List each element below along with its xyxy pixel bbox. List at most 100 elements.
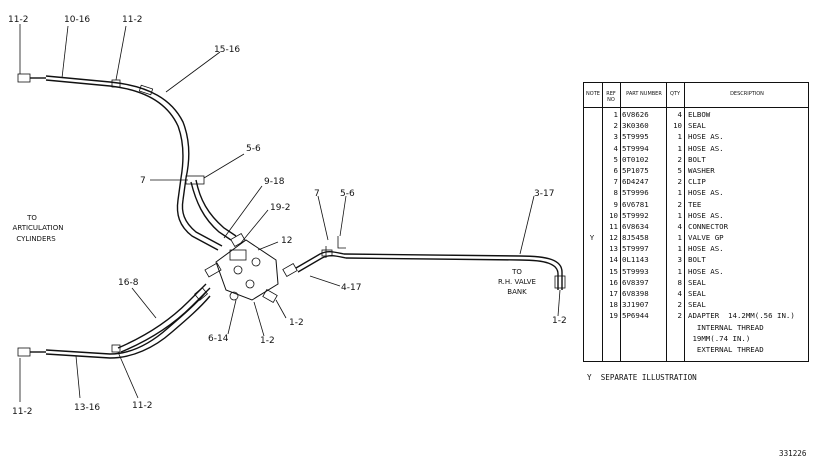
- callout-7-right: 7: [314, 189, 320, 199]
- callout-19-2: 19-2: [270, 203, 290, 213]
- row-ref-no: 8: [613, 188, 618, 198]
- note-to-articulation-line1: TO: [26, 214, 37, 222]
- table-row: EXTERNAL THREAD: [584, 344, 808, 355]
- row-qty: 3: [677, 255, 682, 265]
- row-part-number: 6V8634: [622, 221, 649, 231]
- row-qty: 1: [677, 143, 682, 153]
- valve-group: [204, 232, 298, 304]
- callout-5-6-left: 5-6: [246, 144, 261, 154]
- callout-15-16: 15-16: [214, 45, 240, 55]
- row-note: Y: [589, 233, 595, 243]
- row-description: 19MM(.74 IN.): [688, 333, 751, 343]
- callout-16-8: 16-8: [118, 278, 139, 288]
- row-description: HOSE AS.: [688, 188, 724, 198]
- row-part-number: 0T0102: [622, 154, 649, 164]
- callouts: 11-2 10-16 11-2 15-16 5-6 7 9-18 19-2 12…: [8, 15, 567, 417]
- header-part-number: PART NUMBER: [626, 91, 662, 97]
- row-ref-no: 4: [613, 143, 618, 153]
- column-divider: [620, 83, 621, 361]
- row-qty: 1: [677, 210, 682, 220]
- row-part-number: 6V8626: [622, 110, 649, 119]
- row-description: CLIP: [688, 177, 706, 187]
- row-description: CONNECTOR: [688, 221, 729, 231]
- note-to-valve-bank-line3: BANK: [507, 288, 527, 296]
- lower-hose-assembly: [17, 283, 211, 359]
- column-divider: [666, 83, 667, 361]
- row-description: INTERNAL THREAD: [688, 322, 764, 332]
- row-description: HOSE AS.: [688, 143, 724, 153]
- row-description: SEAL: [688, 300, 706, 310]
- row-description: HOSE AS.: [688, 210, 724, 220]
- row-part-number: 3J1907: [622, 300, 649, 310]
- leader-lines: [19, 24, 561, 402]
- row-ref-no: 15: [609, 266, 618, 276]
- row-description: BOLT: [688, 154, 706, 164]
- row-ref-no: 12: [609, 233, 618, 243]
- row-qty: 8: [677, 277, 682, 287]
- table-header: NOTE REF NO PART NUMBER QTY DESCRIPTION: [584, 83, 808, 108]
- row-ref-no: 2: [613, 121, 618, 131]
- row-part-number: 5T9995: [622, 132, 649, 142]
- header-note: NOTE: [586, 91, 600, 97]
- callout-1-2-right: 1-2: [552, 316, 567, 326]
- callout-4-17: 4-17: [341, 283, 361, 293]
- callout-13-16: 13-16: [74, 403, 100, 413]
- right-hose-assembly: [295, 236, 566, 290]
- callout-10-16: 10-16: [64, 15, 90, 25]
- row-qty: 2: [677, 311, 682, 321]
- callout-11-2-bottom: 11-2: [132, 401, 152, 411]
- note-to-articulation-line2: ARTICULATION: [13, 224, 64, 232]
- row-part-number: 6D4247: [622, 177, 649, 187]
- row-part-number: 5P6944: [622, 311, 649, 321]
- callout-11-2-top: 11-2: [122, 15, 142, 25]
- row-qty: 2: [677, 154, 682, 164]
- table-row: 18 3J1907 2 SEAL: [584, 299, 808, 310]
- row-part-number: 8J5458: [622, 233, 649, 243]
- row-description: SEAL: [688, 289, 706, 298]
- note-to-valve-bank-line2: R.H. VALVE: [498, 278, 536, 286]
- row-part-number: 5T9994: [622, 143, 649, 153]
- callout-11-2-bottom-left: 11-2: [12, 407, 32, 417]
- parts-list-table: NOTE REF NO PART NUMBER QTY DESCRIPTION …: [583, 82, 809, 362]
- table-row: 4 5T9994 1 HOSE AS.: [584, 143, 808, 154]
- callout-12: 12: [281, 236, 292, 246]
- column-divider: [684, 83, 685, 361]
- row-description: SEAL: [688, 121, 706, 131]
- row-part-number: 0L1143: [622, 255, 649, 265]
- row-qty: 2: [677, 300, 682, 310]
- table-row: 19MM(.74 IN.): [584, 333, 808, 344]
- note-to-articulation-line3: CYLINDERS: [16, 235, 56, 243]
- row-qty: 4: [677, 289, 682, 298]
- callout-6-14: 6-14: [208, 334, 229, 344]
- row-qty: 2: [677, 199, 682, 209]
- row-description: ELBOW: [688, 110, 711, 119]
- row-ref-no: 9: [613, 199, 618, 209]
- row-qty: 10: [673, 121, 682, 131]
- location-notes: TO ARTICULATION CYLINDERS TO R.H. VALVE …: [13, 214, 536, 296]
- row-description: VALVE GP: [688, 233, 724, 243]
- footnote: Y SEPARATE ILLUSTRATION: [587, 373, 697, 382]
- callout-1-2-middle: 1-2: [289, 318, 304, 328]
- figure-number: 331226: [779, 449, 807, 458]
- row-ref-no: 18: [609, 300, 618, 310]
- row-description: SEAL: [688, 277, 706, 287]
- row-part-number: 5P1075: [622, 165, 649, 175]
- row-ref-no: 13: [609, 244, 618, 254]
- row-ref-no: 7: [613, 177, 618, 187]
- row-description: HOSE AS.: [688, 266, 724, 276]
- row-part-number: 6V6781: [622, 199, 649, 209]
- row-part-number: 5T9997: [622, 244, 649, 254]
